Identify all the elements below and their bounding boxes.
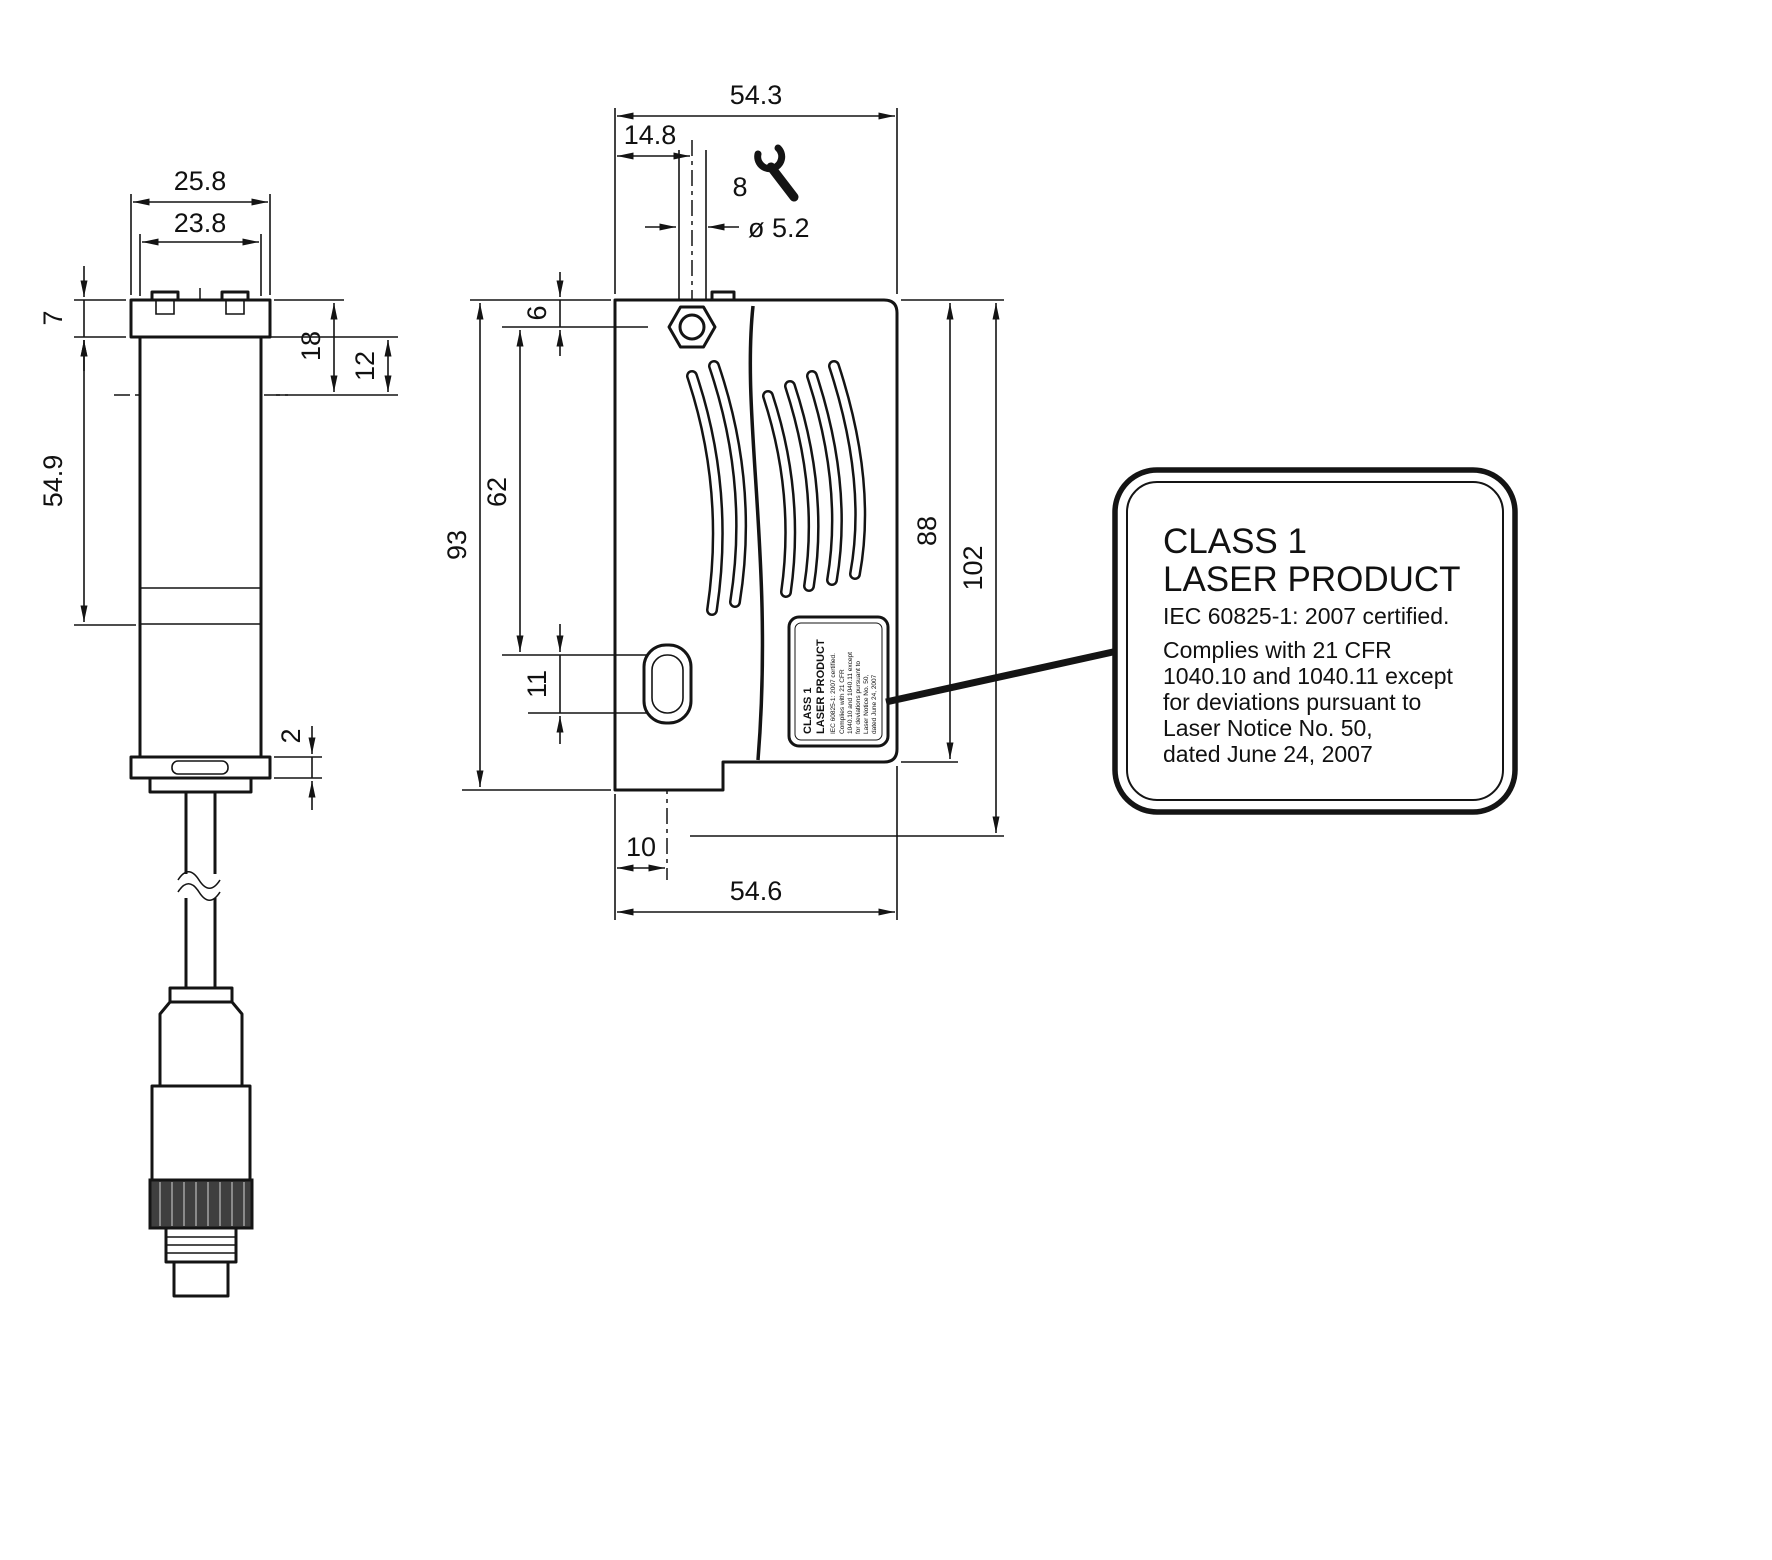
device-label-line-3: IEC 60825-1: 2007 certified. — [830, 653, 837, 734]
top-hole-hex — [667, 305, 717, 349]
device-label-line-2: LASER PRODUCT — [815, 639, 827, 734]
device-label-line-7: Laser Notice No. 50, — [863, 675, 870, 734]
front-top-tab — [710, 290, 736, 302]
dim-slot-offset: 10 — [626, 832, 656, 862]
dim-side-width-inner: 23.8 — [174, 208, 227, 238]
dim-front-width-bottom: 54.6 — [730, 876, 783, 906]
side-bottom-cap — [129, 755, 272, 780]
callout: CLASS 1 LASER PRODUCT IEC 60825-1: 2007 … — [885, 467, 1518, 815]
callout-title-line-1: CLASS 1 — [1163, 522, 1307, 561]
side-bottom-slot — [171, 760, 229, 775]
callout-outer-border — [1112, 467, 1518, 815]
side-body — [138, 335, 263, 759]
side-cap-detail-left — [155, 300, 175, 315]
connector-collar — [168, 986, 234, 1004]
device-label-line-4: Complies with 21 CFR — [839, 669, 846, 734]
front-view: CLASS 1 LASER PRODUCT IEC 60825-1: 2007 … — [613, 140, 899, 880]
wrench-icon — [754, 144, 799, 202]
device-label-line-1: CLASS 1 — [802, 688, 814, 734]
dim-body-height: 88 — [912, 516, 942, 546]
dim-total-height: 93 — [442, 530, 472, 560]
dim-side-body: 54.9 — [38, 455, 68, 508]
connector-knurl — [148, 1178, 254, 1230]
device-label-line-8: dated June 24, 2007 — [871, 674, 878, 734]
callout-title-line-2: LASER PRODUCT — [1163, 560, 1461, 599]
dim-front-width-top: 54.3 — [730, 80, 783, 110]
m12-connector — [148, 986, 254, 1298]
device-cert-label: CLASS 1 LASER PRODUCT IEC 60825-1: 2007 … — [787, 615, 890, 748]
connector-barrel — [150, 1084, 252, 1182]
side-view — [114, 288, 288, 1298]
dim-side-top-to-axis: 18 — [296, 331, 326, 361]
front-view-dimensions: 54.3 14.8 8 ø 5.2 6 93 62 11 — [442, 80, 1004, 920]
callout-body-line-1: Complies with 21 CFR — [1163, 637, 1392, 663]
callout-inner-border — [1126, 481, 1504, 801]
device-label-line-5: 1040.10 and 1040.11 except — [847, 652, 854, 734]
dim-side-cap: 7 — [38, 310, 68, 325]
callout-leader-line — [885, 646, 1123, 706]
dim-side-capbot-to-axis: 12 — [350, 351, 380, 381]
callout-body-line-2: 1040.10 and 1040.11 except — [1163, 663, 1453, 689]
lower-hole-outer — [642, 643, 693, 725]
light-emission-arcs — [686, 360, 867, 616]
callout-cert-line: IEC 60825-1: 2007 certified. — [1163, 603, 1449, 629]
connector-tip — [172, 1260, 230, 1298]
dim-holecenter-to-slot: 62 — [482, 477, 512, 507]
dim-overall-height: 102 — [958, 545, 988, 590]
dim-wrench-size: 8 — [732, 172, 747, 202]
dim-slot-length: 11 — [522, 670, 552, 698]
top-hole-circle — [678, 313, 706, 341]
callout-body-line-4: Laser Notice No. 50, — [1163, 715, 1373, 741]
dim-hole-diameter: ø 5.2 — [748, 213, 810, 243]
dim-top-to-holecenter: 6 — [522, 305, 552, 320]
front-face-divider — [748, 305, 765, 761]
dim-side-step: 2 — [276, 728, 306, 743]
callout-body-line-3: for deviations pursuant to — [1163, 689, 1421, 715]
thread-lines — [166, 1236, 236, 1254]
lower-hole-slot — [651, 654, 684, 714]
side-bottom-step — [148, 776, 253, 794]
knurl-texture — [159, 1182, 245, 1226]
callout-body-line-5: dated June 24, 2007 — [1163, 741, 1373, 767]
cable — [177, 792, 221, 988]
connector-strain-relief — [158, 1000, 244, 1088]
dim-front-hole-offset: 14.8 — [624, 120, 677, 150]
side-view-dimensions: 25.8 23.8 7 54.9 18 12 2 — [38, 166, 398, 810]
side-cap-detail-right — [225, 300, 245, 315]
dim-side-width-outer: 25.8 — [174, 166, 227, 196]
device-label-line-6: for deviations pursuant to — [855, 661, 862, 734]
side-cap — [129, 298, 272, 339]
